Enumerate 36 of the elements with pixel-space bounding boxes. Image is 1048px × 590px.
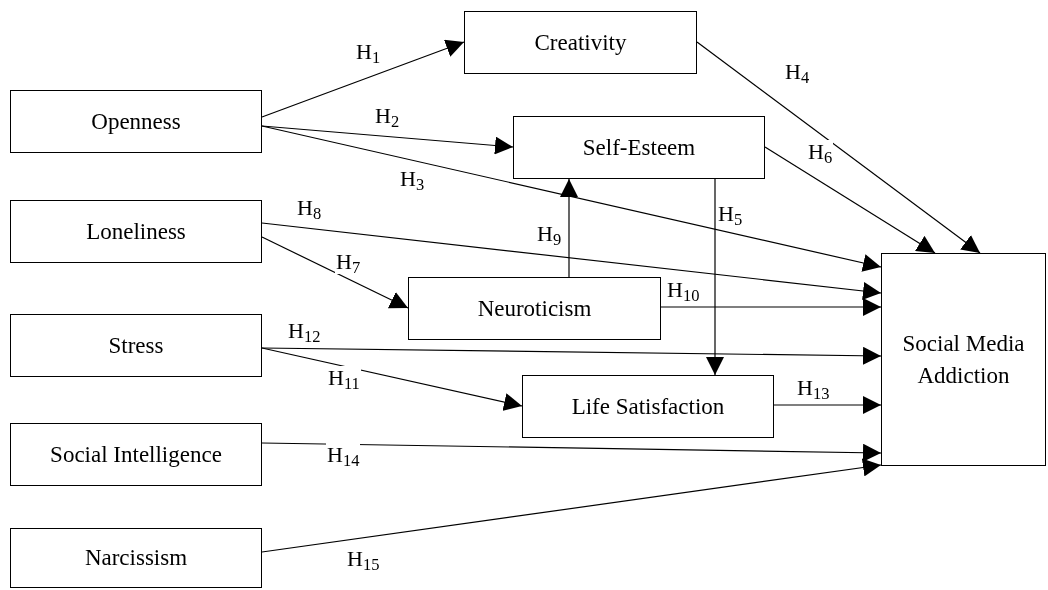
variable-box: [10, 314, 262, 377]
variable-box: [464, 11, 697, 74]
arrow: [560, 178, 578, 278]
variable-box: [408, 277, 661, 340]
variable-name: Creativity: [534, 28, 627, 57]
edge-label: H$_{11}$: [327, 366, 361, 390]
arrow: [764, 146, 936, 254]
variable-name: Stress: [108, 331, 164, 360]
arrow: [773, 396, 882, 414]
arrow: [261, 442, 882, 462]
arrow: [261, 125, 882, 272]
arrow: [261, 222, 882, 300]
variable-box: [10, 528, 262, 588]
variable-name: Social Media Addiction: [901, 329, 1026, 390]
variable-name: Openness: [91, 107, 181, 136]
variable-name: Self-Esteem: [582, 133, 696, 162]
variable-box: [513, 116, 765, 179]
variable-name: Social Intelligence: [50, 440, 222, 469]
variable-name: Narcissism: [84, 544, 188, 572]
arrow: [706, 178, 724, 376]
variable-name: Neuroticism: [477, 294, 592, 323]
edge-label: H$_{14}$: [326, 443, 361, 467]
variable-box: [10, 200, 262, 263]
variable-box: [881, 253, 1046, 466]
arrow: [261, 39, 465, 118]
arrow: [696, 41, 981, 254]
variable-name: Life Satisfaction: [571, 392, 725, 421]
edge-label: H$_{6}$: [807, 140, 834, 164]
variable-box: [10, 90, 262, 153]
variable-box: [10, 423, 262, 486]
variable-name: Loneliness: [86, 217, 186, 246]
arrow: [261, 458, 882, 553]
arrow: [660, 298, 882, 316]
variable-box: [522, 375, 774, 438]
arrow: [261, 236, 409, 309]
arrow: [261, 346, 882, 365]
